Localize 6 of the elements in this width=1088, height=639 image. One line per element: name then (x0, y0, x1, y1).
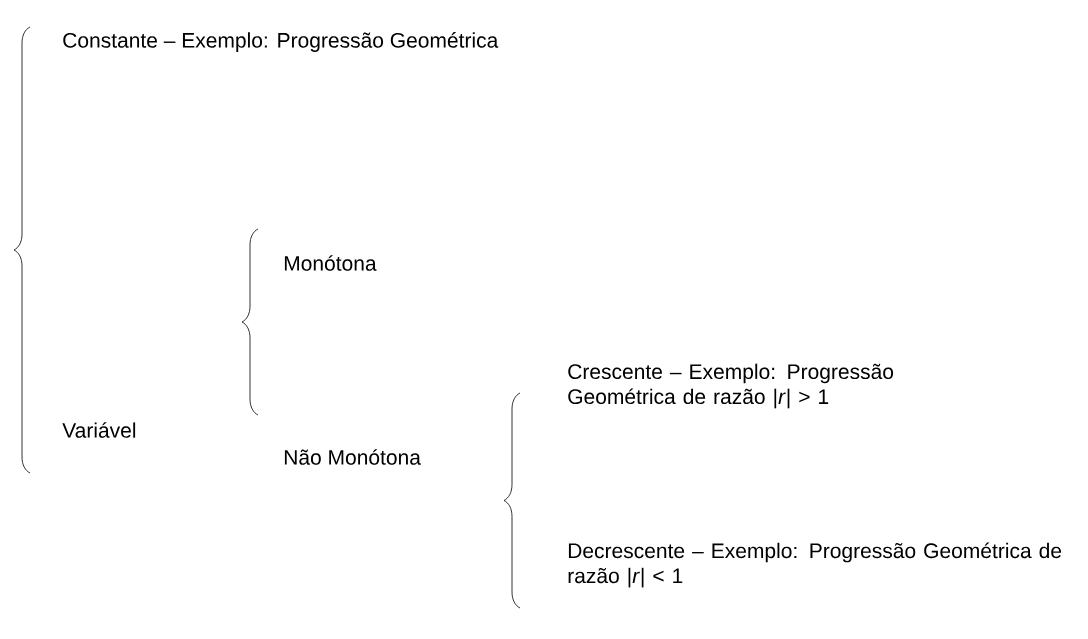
label-text: Monótona (284, 255, 377, 271)
label-text: Decrescente – Exemplo: Progressão Geométrica de razão |r| < 1 (568, 542, 1062, 588)
label-text: Constante – Exemplo: Progressão Geométrica (63, 32, 499, 52)
label-text: Crescente – Exemplo: Progressão Geométrica de razão |r| > 1 (568, 363, 894, 409)
label-text: Não Monótona (284, 449, 421, 465)
label-text: Variável (62, 422, 136, 438)
